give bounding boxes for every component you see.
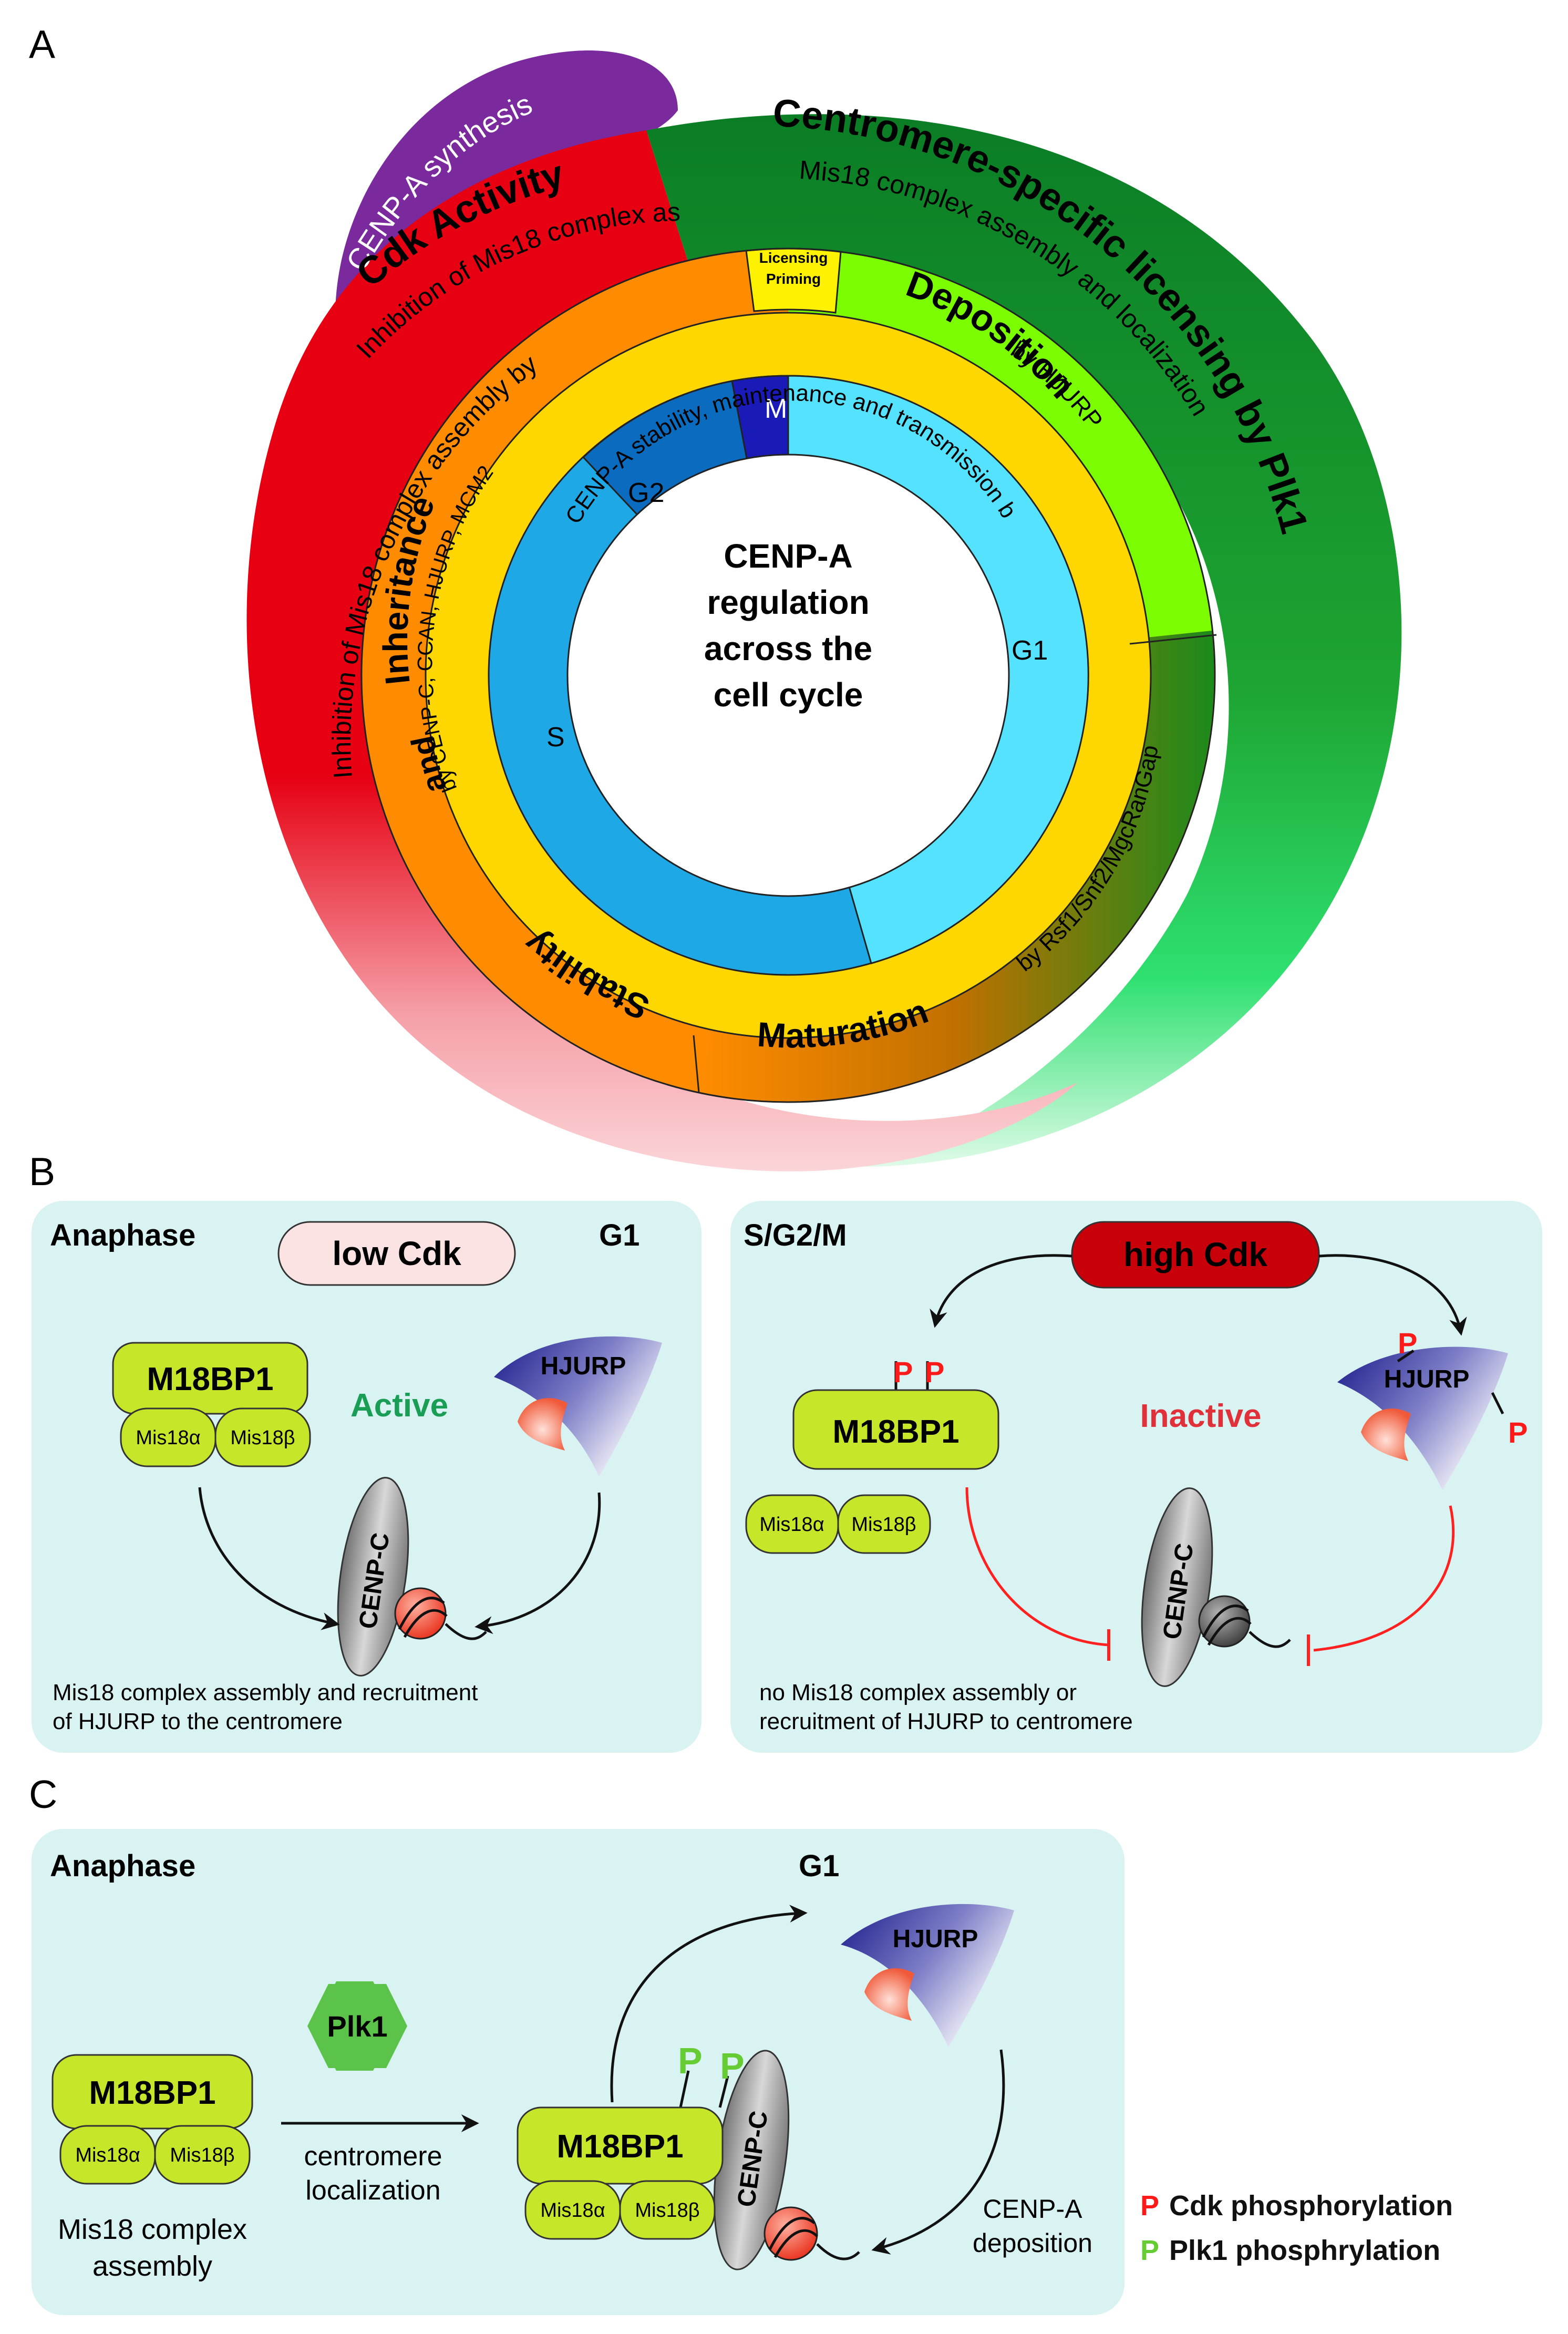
b-right-m18-p2: P xyxy=(925,1355,944,1389)
c-arrow-label-2: localization xyxy=(305,2175,440,2206)
panel-b-left-bg xyxy=(32,1201,702,1753)
c-hjurp xyxy=(841,1904,1014,2047)
b-right-m18-p1: P xyxy=(893,1355,913,1389)
b-right-caption-2: recruitment of HJURP to centromere xyxy=(759,1709,1133,1734)
b-left-arrow-m18 xyxy=(198,1487,340,1630)
c-deposition-2: deposition xyxy=(973,2228,1092,2258)
panel-c-bg xyxy=(32,1829,1125,2315)
legend-cdk-label: Cdk phosphorylation xyxy=(1169,2190,1453,2222)
b-left-nucleosome xyxy=(394,1587,447,1640)
c-mid-mis18b-label: Mis18β xyxy=(635,2199,699,2222)
low-cdk-pill xyxy=(277,1221,516,1286)
b-right-mis18b-label: Mis18β xyxy=(851,1514,916,1536)
b-left-m18bp1-label: M18BP1 xyxy=(147,1361,273,1397)
b-right-hjurp-p1: P xyxy=(1398,1327,1417,1360)
legend-plk-label: Plk1 phosphrylation xyxy=(1169,2235,1440,2266)
b-right-nucleosome xyxy=(1198,1595,1251,1648)
b-left-arrow-hjurp xyxy=(474,1492,601,1634)
c-phase-g1: G1 xyxy=(799,1849,839,1883)
panel-c-label: C xyxy=(29,1772,57,1816)
c-left-m18bp1-label: M18BP1 xyxy=(89,2075,215,2111)
center-title-line-4: cell cycle xyxy=(714,676,863,714)
c-mid-mis18a-label: Mis18α xyxy=(540,2199,605,2222)
b-right-caption-1: no Mis18 complex assembly or xyxy=(759,1680,1077,1705)
legend-plk-p: P xyxy=(1140,2235,1159,2266)
panel-c: Anaphase G1 M18BP1 Mis18α Mis18β Mis18 c… xyxy=(32,1829,1125,2315)
c-arrow-to-hjurp xyxy=(610,1905,808,2103)
b-right-mis18b xyxy=(837,1494,931,1554)
panel-b-left: Anaphase G1 low Cdk M18BP1 Mis18α Mis18β… xyxy=(32,1201,702,1753)
c-mid-m18bp1-label: M18BP1 xyxy=(556,2129,683,2165)
b-left-hjurp-label: HJURP xyxy=(541,1352,626,1380)
center-title-line-1: CENP-A xyxy=(724,537,852,575)
b-left-caption-1: Mis18 complex assembly and recruitment xyxy=(53,1680,478,1705)
b-right-arrow-to-hjurp xyxy=(1318,1254,1467,1336)
c-left-mis18b-label: Mis18β xyxy=(170,2144,234,2166)
c-deposition-1: CENP-A xyxy=(983,2194,1083,2224)
b-left-m18bp1 xyxy=(112,1342,308,1415)
c-mid-m18bp1 xyxy=(517,2106,724,2185)
panel-b-label: B xyxy=(29,1149,55,1194)
phosphorylation-legend: P Cdk phosphorylation P Plk1 phosphrylat… xyxy=(1140,2190,1453,2266)
b-left-phase-anaphase: Anaphase xyxy=(50,1218,195,1252)
b-left-caption-2: of HJURP to the centromere xyxy=(53,1709,343,1734)
b-right-arrow-to-m18 xyxy=(930,1254,1072,1328)
c-left-m18bp1 xyxy=(51,2054,253,2130)
inactive-label: Inactive xyxy=(1140,1398,1262,1434)
c-plk-p1: P xyxy=(678,2040,703,2081)
b-right-m18bp1 xyxy=(792,1389,999,1470)
c-arrow-label-1: centromere xyxy=(304,2141,442,2172)
high-cdk-label: high Cdk xyxy=(1123,1236,1267,1273)
b-right-hjurp-blob xyxy=(1361,1408,1411,1461)
c-hjurp-label: HJURP xyxy=(893,1925,978,1953)
b-right-hjurp-p2: P xyxy=(1508,1416,1528,1449)
center-circle xyxy=(566,454,1010,897)
phase-m-label: M xyxy=(765,394,787,424)
b-right-cenpc xyxy=(1141,1487,1213,1687)
c-left-mis18b xyxy=(154,2125,251,2185)
b-left-cenpc xyxy=(337,1477,409,1677)
panel-b-right-bg xyxy=(730,1201,1542,1753)
priming-label: Priming xyxy=(766,271,821,287)
b-left-mis18a-label: Mis18α xyxy=(136,1427,200,1449)
c-complex-caption-1: Mis18 complex xyxy=(58,2214,247,2245)
legend-cdk-p: P xyxy=(1140,2190,1159,2222)
plk1-licensing-ring xyxy=(646,114,1402,1167)
b-right-inhibit-m18 xyxy=(965,1487,1109,1647)
active-label: Active xyxy=(350,1387,448,1424)
b-right-mis18a-label: Mis18α xyxy=(759,1514,824,1536)
center-title-line-2: regulation xyxy=(707,583,869,621)
b-left-mis18b xyxy=(214,1407,311,1467)
center-title: CENP-A regulation across the cell cycle xyxy=(704,537,872,714)
c-phase-anaphase: Anaphase xyxy=(50,1849,195,1883)
c-complex-caption-2: assembly xyxy=(92,2250,212,2282)
b-right-m18bp1-label: M18BP1 xyxy=(832,1414,959,1450)
low-cdk-label: low Cdk xyxy=(332,1235,461,1272)
plk1-label: Plk1 xyxy=(327,2010,387,2043)
b-right-inhibit-hjurp xyxy=(1313,1505,1455,1652)
c-hjurp-blob xyxy=(864,1968,914,2021)
panel-a-label: A xyxy=(29,22,55,66)
c-nucleosome xyxy=(764,2206,818,2261)
center-title-line-3: across the xyxy=(704,630,872,667)
b-right-hjurp-label: HJURP xyxy=(1384,1365,1470,1393)
c-left-mis18a-label: Mis18α xyxy=(75,2144,140,2166)
phase-g1-label: G1 xyxy=(1012,635,1048,666)
b-right-phase: S/G2/M xyxy=(744,1218,847,1252)
c-arrow-deposition xyxy=(871,2049,1005,2255)
b-right-hjurp xyxy=(1337,1346,1508,1490)
b-left-phase-g1: G1 xyxy=(599,1218,639,1252)
c-plk-p2: P xyxy=(720,2045,745,2086)
b-left-hjurp-blob xyxy=(518,1398,568,1451)
b-left-mis18b-label: Mis18β xyxy=(230,1427,295,1449)
c-mid-mis18b xyxy=(619,2180,716,2240)
b-left-hjurp xyxy=(494,1336,662,1477)
cell-cycle-wheel xyxy=(246,50,1402,1171)
panel-b-right: S/G2/M high Cdk P P M18BP1 Mis18α Mis18β… xyxy=(730,1201,1542,1753)
licensing-label: Licensing xyxy=(759,250,828,266)
phase-g2-label: G2 xyxy=(628,478,664,508)
phase-s-label: S xyxy=(546,722,565,753)
